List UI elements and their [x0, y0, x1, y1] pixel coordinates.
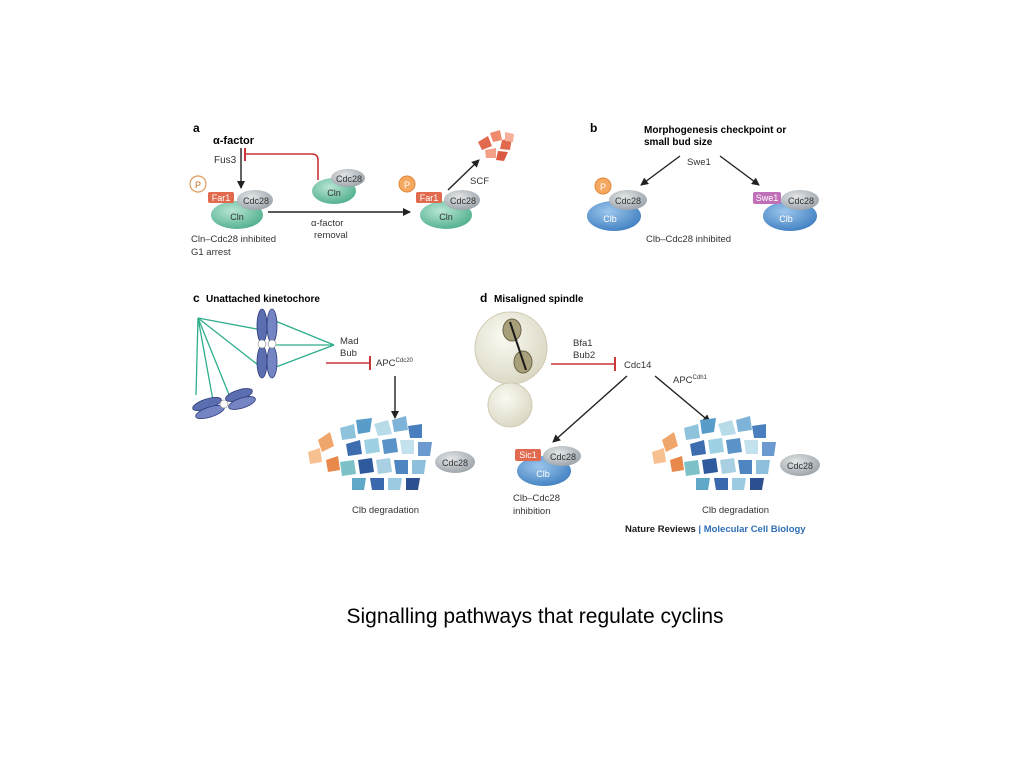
panel-c-title: Unattached kinetochore — [206, 294, 320, 305]
panel-b-title-2: small bud size — [644, 137, 713, 148]
swe1-label: Swe1 — [687, 157, 711, 168]
cdc28-blob-d-right — [780, 454, 820, 476]
bud-cell — [487, 382, 533, 428]
panel-d-letter: d — [480, 291, 487, 305]
clb-degradation-label-d: Clb degradation — [702, 505, 769, 516]
swe1-box-text: Swe1 — [756, 193, 779, 203]
clb-cdc28-inhibition-label-2: inhibition — [513, 506, 551, 517]
panel-b-title-1: Morphogenesis checkpoint or — [644, 125, 786, 136]
degraded-far1-fragments — [478, 130, 514, 161]
cdc28-text-d-right: Cdc28 — [787, 461, 813, 471]
cdc28-blob-middle — [331, 169, 365, 187]
clb-degradation-label-c: Clb degradation — [352, 505, 419, 516]
cdc28-blob — [237, 190, 273, 210]
cdc28-text-d: Cdc28 — [550, 452, 576, 462]
clb-text-b-right: Clb — [779, 214, 793, 224]
spindle-fibres — [195, 317, 335, 407]
checkpoint-left-arrow — [640, 155, 681, 186]
sic1-text: Sic1 — [519, 450, 537, 460]
cdc28-blob-b-right — [781, 190, 819, 210]
chromosome-vertical — [256, 308, 278, 379]
panel-c-letter: c — [193, 291, 200, 305]
clb-cdc28-inhibited-label: Clb–Cdc28 inhibited — [646, 234, 731, 245]
misaligned-spindle — [502, 318, 533, 374]
alpha-removal-label-1: α-factor — [311, 218, 343, 229]
clb-fragments-c — [308, 416, 432, 490]
g1-arrest-label: G1 arrest — [191, 247, 231, 258]
phospho-p-text: P — [195, 180, 201, 190]
scf-label: SCF — [470, 176, 489, 187]
fus3-label: Fus3 — [214, 155, 237, 166]
bub2-label: Bub2 — [573, 350, 595, 361]
panel-a: a α-factor Fus3 P Far1 Cdc28 Cln Cln–Cdc… — [189, 121, 514, 258]
phospho-p-badge — [189, 175, 207, 193]
slide-caption: Signalling pathways that regulate cyclin… — [346, 605, 724, 628]
phospho-p-badge-b — [594, 177, 612, 195]
panel-d-title: Misaligned spindle — [494, 294, 584, 305]
cln-inhibits-fus3-line — [245, 153, 319, 180]
panel-b: b Morphogenesis checkpoint or small bud … — [587, 121, 819, 245]
far1-box-right — [416, 192, 442, 203]
cdc28-blob-d — [543, 446, 581, 466]
cdc28-text-b-right: Cdc28 — [788, 196, 814, 206]
far1-text-right: Far1 — [420, 193, 439, 203]
apc-cdh1-label: APCCdh1 — [673, 375, 708, 386]
cdc28-blob-c — [435, 451, 475, 473]
alpha-factor-label: α-factor — [213, 135, 255, 147]
cdc28-text-c: Cdc28 — [442, 458, 468, 468]
panel-a-letter: a — [193, 121, 200, 135]
clb-text-b-left: Clb — [603, 214, 617, 224]
cln-text: Cln — [230, 212, 244, 222]
cdc28-text-right: Cdc28 — [450, 196, 476, 206]
cdc28-text: Cdc28 — [243, 196, 269, 206]
cln-text-middle: Cln — [327, 188, 341, 198]
far1-text: Far1 — [212, 193, 231, 203]
cdc28-text-b-left: Cdc28 — [615, 196, 641, 206]
cdc28-blob-b-left — [609, 190, 647, 210]
bfa1-label: Bfa1 — [573, 338, 593, 349]
clb-cdc28-inhibition-label-1: Clb–Cdc28 — [513, 493, 560, 504]
alpha-removal-label-2: removal — [314, 230, 348, 241]
phospho-p-text-b: P — [600, 182, 606, 192]
bub-label: Bub — [340, 348, 357, 359]
chromosome-horizontal — [192, 388, 256, 420]
cdc14-label: Cdc14 — [624, 360, 651, 371]
scf-arrow — [447, 159, 480, 191]
panel-d: d Misaligned spindle Bfa1 Bub2 Cdc14 APC… — [474, 291, 820, 517]
cln-text-right: Cln — [439, 212, 453, 222]
clb-text-d: Clb — [536, 469, 550, 479]
sic1-box — [515, 449, 541, 461]
checkpoint-right-arrow — [719, 155, 760, 186]
journal-credit: Nature Reviews | Molecular Cell Biology — [625, 524, 806, 535]
cdc14-to-apc-cdh1-arrow — [654, 375, 711, 423]
phospho-p-badge-right — [398, 175, 416, 193]
swe1-box — [753, 192, 781, 204]
cdc28-blob-right — [444, 190, 480, 210]
mad-label: Mad — [340, 336, 358, 347]
cln-cdc28-inhibited-label: Cln–Cdc28 inhibited — [191, 234, 276, 245]
cdc28-text-middle: Cdc28 — [336, 174, 362, 184]
apc-cdc20-label: APCCdc20 — [376, 358, 414, 369]
far1-box — [208, 192, 234, 203]
panel-c: c Unattached kinetochore — [192, 291, 475, 516]
phospho-p-text-right: P — [404, 180, 410, 190]
clb-fragments-d — [652, 416, 776, 490]
cdc14-to-sic1-arrow — [552, 375, 628, 443]
panel-b-letter: b — [590, 121, 597, 135]
